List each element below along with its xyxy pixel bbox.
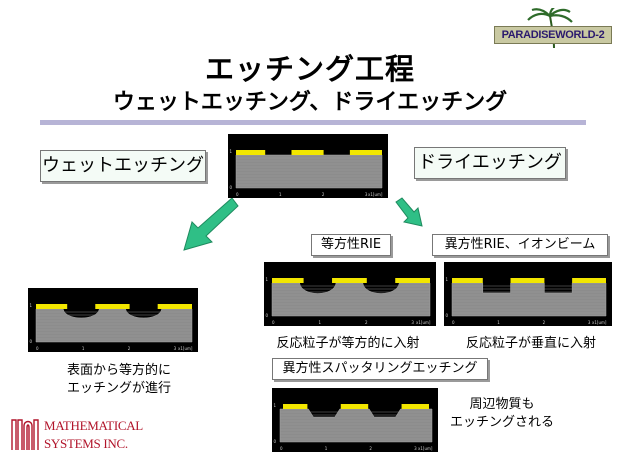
substrate [35,308,193,343]
x-tick-label: 3 [411,320,414,325]
x-tick-label: 2 [322,192,325,197]
resist-mask [510,278,545,283]
y-tick-label: 0 [230,185,233,190]
isotropic-rie-panel: 0 1 2 3 1 0 x1[um] [264,262,436,326]
y-tick-label: 1 [30,303,33,308]
y-tick-label: 0 [446,313,449,318]
substrate [279,408,433,443]
x-unit-label: x1[um] [416,320,431,325]
initial-structure-panel: 0 1 2 3 1 0 x1[um] [228,134,388,198]
page-subtitle: ウェットエッチング、ドライエッチング [112,90,508,115]
x-tick-label: 3 [414,446,417,451]
x-tick-label: 1 [497,320,500,325]
isotropic-caption: 反応粒子が等方的に入射 [276,336,420,351]
resist-mask [452,278,483,283]
x-unit-label: x1[um] [368,192,383,197]
company-name-line2: SYSTEMS INC. [44,436,128,451]
x-tick-label: 2 [369,446,372,451]
resist-mask [283,404,308,409]
resist-mask [236,150,266,155]
x-tick-label: 1 [318,320,321,325]
wet-etching-label: ウェットエッチング [40,150,206,182]
resist-mask [395,278,430,283]
substrate [271,282,431,317]
y-tick-label: 0 [266,313,269,318]
x-tick-label: 3 [174,346,177,351]
substrate [451,282,607,317]
y-tick-label: 1 [446,277,449,282]
paradiseworld-logo-text: PARADISEWORLD-2 [494,26,612,44]
sputter-etching-panel: 0 1 2 3 1 0 x1[um] [272,388,438,452]
resist-mask [401,404,429,409]
x-tick-label: 0 [36,346,39,351]
resist-mask [572,278,606,283]
x-tick-label: 2 [365,320,368,325]
mathematical-systems-logo-icon [11,419,39,450]
x-tick-label: 1 [82,346,85,351]
sputter-caption: 周辺物質も エッチングされる [442,396,562,432]
x-unit-label: x1[um] [592,320,607,325]
sputter-caption-line2: エッチングされる [449,415,554,430]
substrate [235,154,383,189]
x-tick-label: 1 [325,446,328,451]
x-unit-label: x1[um] [178,346,193,351]
isotropic-rie-label: 等方性RIE [311,234,391,256]
wet-caption-line2: エッチングが進行 [66,381,171,396]
wet-etching-panel: 0 1 2 3 1 0 x1[um] [28,288,198,352]
page-title: エッチング工程 [204,52,415,86]
resist-mask [272,278,304,283]
resist-mask [157,304,192,309]
resist-mask [332,278,367,283]
anisotropic-rie-panel: 0 1 2 3 1 0 x1[um] [444,262,612,326]
x-tick-label: 0 [280,446,283,451]
anisotropic-rie-label: 異方性RIE、イオンビーム [432,234,608,256]
resist-mask [36,304,68,309]
anisotropic-sputter-label: 異方性スパッタリングエッチング [272,358,488,380]
x-unit-label: x1[um] [418,446,433,451]
title-divider [40,120,586,125]
y-tick-label: 0 [30,339,33,344]
sputter-caption-line1: 周辺物質も [469,397,535,412]
resist-mask [95,304,130,309]
x-tick-label: 0 [272,320,275,325]
anisotropic-caption: 反応粒子が垂直に入射 [465,336,596,351]
x-tick-label: 0 [452,320,455,325]
resist-mask [340,404,369,409]
wet-caption: 表面から等方的に エッチングが進行 [24,362,214,398]
resist-mask [291,150,324,155]
dry-etching-label: ドライエッチング [414,147,566,179]
x-tick-label: 3 [588,320,591,325]
y-tick-label: 1 [274,403,277,408]
x-tick-label: 1 [279,192,282,197]
y-tick-label: 0 [274,439,277,444]
company-name-line1: MATHEMATICAL [44,418,143,433]
x-tick-label: 3 [365,192,368,197]
arrow-to-wet-icon [183,197,239,251]
resist-mask [349,150,382,155]
y-tick-label: 1 [230,149,233,154]
arrow-to-dry-icon [395,197,423,227]
x-tick-label: 0 [236,192,239,197]
x-tick-label: 2 [128,346,131,351]
wet-caption-line1: 表面から等方的に [66,363,171,378]
x-tick-label: 2 [543,320,546,325]
y-tick-label: 1 [266,277,269,282]
